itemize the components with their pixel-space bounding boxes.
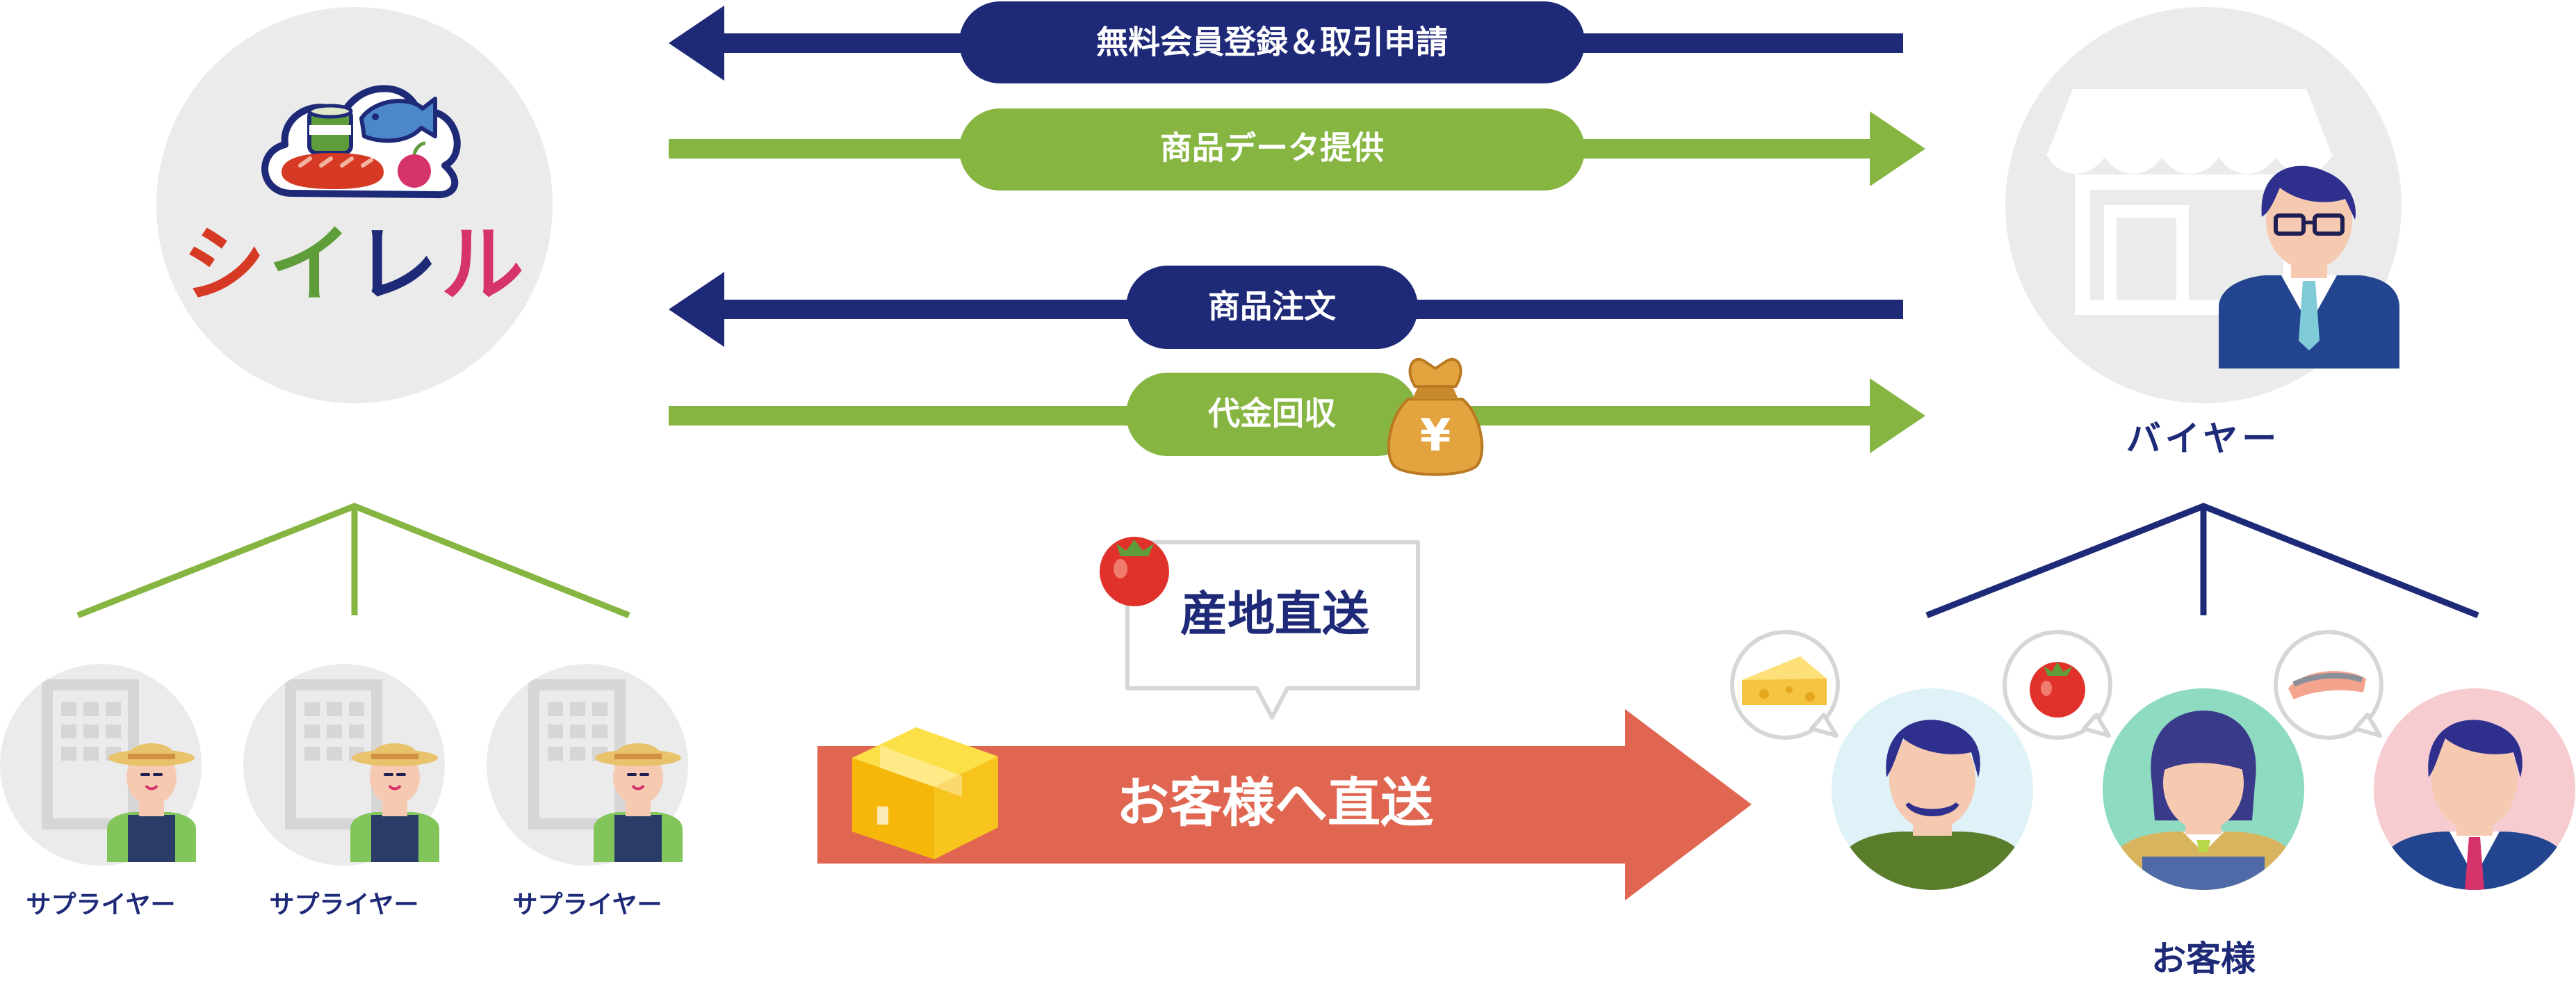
bubble-cheese <box>1730 630 1840 740</box>
direct-origin-label: 産地直送 <box>1180 588 1369 642</box>
supplier-tree-connector <box>76 503 630 619</box>
buyer: バイヤー <box>2005 7 2402 459</box>
farmer-icon <box>107 743 196 862</box>
flow-arrow-payment: 代金回収 <box>669 373 1925 456</box>
farmer-icon <box>350 743 439 862</box>
buyer-person-icon <box>2219 165 2399 369</box>
arrow-right-head <box>1870 378 1925 453</box>
fish-icon <box>2288 671 2366 699</box>
food-cloud-icon <box>261 85 461 199</box>
direct-origin-callout: 産地直送 <box>1100 537 1420 720</box>
tomato-icon <box>1100 537 1169 606</box>
direct-customer-arrow: お客様へ直送 <box>817 709 1752 900</box>
customer-2 <box>2103 688 2304 890</box>
flow-label-pill <box>959 1 1585 83</box>
flow-label-order: 商品注文 <box>1208 288 1336 325</box>
money-bag-icon: ¥ <box>1387 357 1484 476</box>
supplier-1: サプライヤー <box>0 664 202 919</box>
customer-1 <box>1832 688 2033 890</box>
flow-label-registration: 無料会員登録＆取引申請 <box>1096 24 1448 61</box>
customer-person-icon <box>2114 711 2292 890</box>
supplier-label: サプライヤー <box>513 891 662 919</box>
flow-arrow-registration: 無料会員登録＆取引申請 <box>669 1 1903 83</box>
bubble-tomato <box>2003 630 2112 740</box>
farmer-icon <box>594 743 683 862</box>
flow-label-pill <box>1126 266 1418 349</box>
arrow-left-head <box>669 272 724 347</box>
flow-label-product-data: 商品データ提供 <box>1160 129 1384 167</box>
tomato-icon <box>2030 662 2085 718</box>
supplier-label: サプライヤー <box>26 891 176 919</box>
direct-customer-label: お客様へ直送 <box>1116 772 1433 834</box>
customer-person-icon <box>1843 720 2021 890</box>
shiireru-logo: シイレル <box>156 7 553 403</box>
flow-label-payment: 代金回収 <box>1207 395 1336 432</box>
logo-letter: レ <box>354 217 441 314</box>
flow-arrow-order: 商品注文 <box>669 266 1903 349</box>
customer-tree-connector <box>1925 503 2479 619</box>
package-box-icon <box>852 727 998 859</box>
arrow-right-head <box>1870 111 1925 186</box>
logo-letter: シ <box>182 217 268 314</box>
arrow-left-head <box>669 6 724 81</box>
logo-wordmark: シイレル <box>182 217 527 314</box>
flow-label-pill <box>1126 373 1418 456</box>
supplier-label: サプライヤー <box>270 891 419 919</box>
customer-person-icon <box>2386 720 2563 890</box>
bubble-fish <box>2274 630 2383 740</box>
delivery-arrow-shape <box>817 709 1752 900</box>
logo-letter: イ <box>268 217 354 314</box>
flow-arrow-product-data: 商品データ提供 <box>669 108 1925 191</box>
customer-3 <box>2374 688 2575 890</box>
cheese-icon <box>1742 656 1827 705</box>
yen-symbol: ¥ <box>1420 410 1451 462</box>
supplier-3: サプライヤー <box>487 664 688 919</box>
logo-text: シイレル <box>182 217 527 314</box>
logo-background-circle <box>156 7 553 403</box>
customers-label: お客様 <box>2151 939 2256 979</box>
logo-letter: ル <box>441 217 527 314</box>
flow-label-pill <box>959 108 1585 191</box>
buyer-label: バイヤー <box>2126 419 2281 459</box>
supplier-2: サプライヤー <box>243 664 445 919</box>
